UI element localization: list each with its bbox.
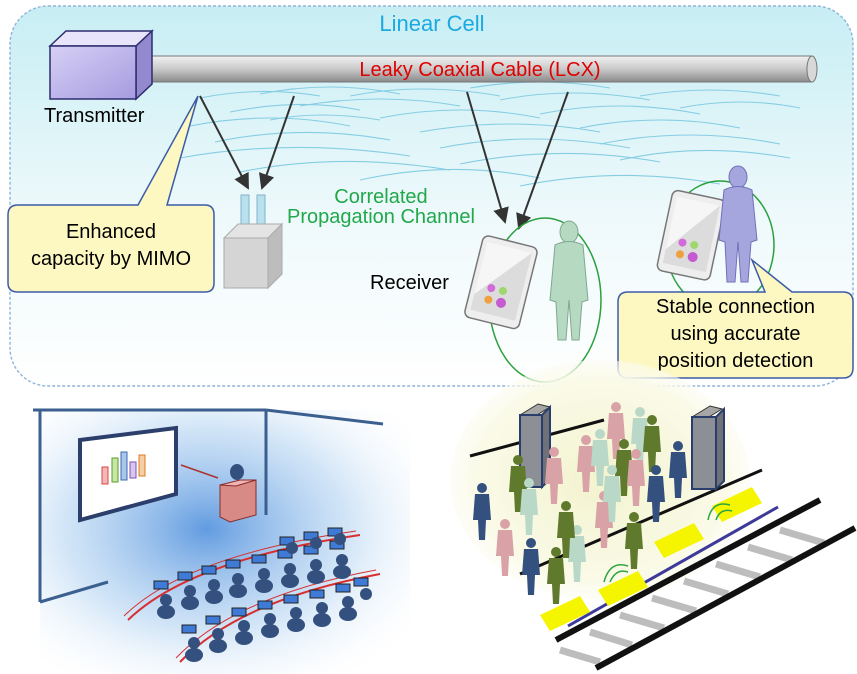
- laptop-icon: [181, 624, 203, 662]
- mimo-antenna-icon: [222, 194, 284, 290]
- laptop-icon: [225, 559, 247, 598]
- person-icon: [520, 478, 538, 535]
- callout-mimo-text: Enhanced capacity by MIMO: [30, 221, 192, 270]
- person-icon: [627, 449, 645, 506]
- person-icon: [522, 538, 540, 595]
- laptop-icon: [353, 577, 372, 600]
- channel-label-line1: Correlated: [334, 186, 427, 208]
- laptop-icon: [303, 531, 322, 549]
- laptop-icon: [177, 571, 199, 610]
- channel-label-line2: Propagation Channel: [287, 206, 475, 228]
- person-icon: [647, 465, 665, 522]
- crowd: [473, 402, 687, 604]
- person-icon: [557, 501, 575, 558]
- person-icon: [603, 465, 621, 522]
- transmitter-box-icon: [48, 29, 154, 101]
- laptop-icon: [153, 580, 175, 619]
- person-icon: [547, 547, 565, 604]
- panel-title: Linear Cell: [379, 11, 484, 36]
- tablet-icon: [464, 235, 538, 330]
- station-scene: [450, 360, 857, 671]
- callout-mimo: [7, 95, 215, 293]
- gate-pillar-icon: [518, 403, 552, 490]
- classroom-scene: [33, 408, 410, 674]
- person-icon: [631, 407, 649, 464]
- person-icon: [669, 441, 687, 498]
- laptop-icon: [251, 554, 273, 593]
- person-icon: [643, 415, 661, 472]
- laptop-icon: [303, 545, 325, 584]
- cable-label: Leaky Coaxial Cable (LCX): [359, 59, 600, 81]
- person-icon: [577, 435, 595, 492]
- laptop-icon: [283, 594, 305, 632]
- audience-laptops: [153, 527, 372, 662]
- person-icon: [545, 447, 563, 504]
- person-icon: [509, 455, 527, 512]
- laptop-icon: [279, 536, 298, 554]
- person-icon: [718, 165, 758, 283]
- laptop-icon: [309, 589, 331, 627]
- callout-position-text: Stable connection using accurate positio…: [655, 296, 815, 372]
- laptop-icon: [277, 549, 299, 588]
- gate-pillar-icon: [690, 405, 725, 492]
- person-icon: [615, 439, 633, 496]
- yellow-zones: [540, 487, 762, 631]
- laptop-icon: [231, 607, 253, 645]
- station-coverage-arcs: [603, 503, 733, 583]
- person-icon: [625, 512, 643, 569]
- tablet-icon: [656, 189, 726, 281]
- person-icon: [496, 519, 514, 576]
- linear-cell-panel: [9, 5, 854, 387]
- laptop-icon: [205, 615, 227, 653]
- laptop-icon: [335, 583, 357, 621]
- person-icon: [591, 429, 609, 486]
- laptop-icon: [327, 527, 346, 545]
- person-icon: [607, 402, 625, 459]
- laptop-icon: [201, 565, 223, 604]
- laptop-icon: [257, 600, 279, 638]
- propagation-waves: [179, 81, 801, 187]
- callout-position: [617, 257, 854, 379]
- laptop-icon: [329, 540, 351, 579]
- receiver-label: Receiver: [370, 272, 449, 294]
- transmitter-label: Transmitter: [44, 105, 145, 127]
- lectern-icon: [219, 464, 257, 523]
- signal-arrows: [199, 91, 569, 230]
- person-icon: [473, 483, 491, 540]
- presentation-screen-icon: [78, 425, 178, 523]
- person-icon: [549, 220, 589, 341]
- rail-track-icon: [554, 497, 857, 671]
